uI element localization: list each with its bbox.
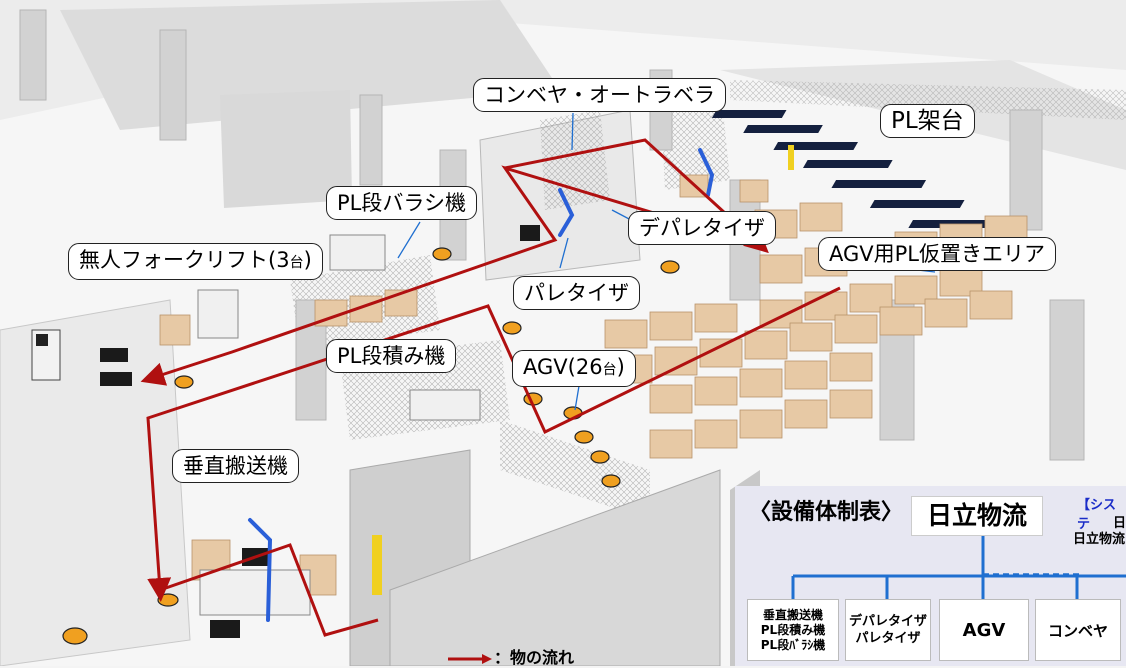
label-palletizer-text: パレタイザ	[524, 281, 629, 305]
org-chart: 〈設備体制表〉 日立物流 【システ 日 日立物流 垂直搬送機 PL段積み機 PL…	[735, 486, 1126, 666]
label-vertical-conveyor: 垂直搬送機	[172, 449, 299, 483]
label-depalletizer-text: デパレタイザ	[639, 216, 765, 240]
label-forklift: 無人フォークリフト(3台)	[68, 243, 323, 280]
org-box-line: コンベヤ	[1047, 621, 1108, 640]
org-chart-title: 〈設備体制表〉	[749, 500, 904, 525]
legend-text: ：物の流れ	[494, 648, 575, 667]
org-box-line: PL段積み機	[760, 622, 826, 637]
label-agv: AGV(26台)	[512, 350, 636, 387]
org-box-line: AGV	[962, 619, 1006, 641]
label-agv-area: AGV用PL仮置きエリア	[818, 237, 1056, 271]
flow-legend: ：物の流れ	[446, 644, 574, 668]
label-pl-rack: PL架台	[880, 104, 975, 138]
org-system-line2: 日立物流	[1073, 532, 1126, 547]
flow-arrow-icon	[448, 653, 492, 664]
label-pl-unstack-text: PL段バラシ機	[337, 191, 466, 215]
org-system-label: 【システ	[1077, 498, 1117, 532]
label-vertical-text: 垂直搬送機	[183, 454, 288, 478]
org-box-line: PL段ﾊﾞﾗｼ機	[760, 637, 826, 652]
label-pl-rack-text: PL架台	[891, 108, 964, 134]
label-pl-stack-text: PL段積み機	[337, 344, 446, 368]
org-connector-lines	[791, 536, 1126, 599]
label-pl-stack: PL段積み機	[326, 339, 457, 373]
label-agv-area-text: AGV用PL仮置きエリア	[829, 242, 1045, 266]
org-box-conveyor: コンベヤ	[1035, 599, 1121, 661]
org-box-agv: AGV	[939, 599, 1029, 661]
label-pl-unstack: PL段バラシ機	[326, 186, 477, 220]
org-box-line: パレタイザ	[855, 631, 921, 646]
label-agv-close: )	[616, 355, 625, 379]
label-depalletizer: デパレタイザ	[628, 211, 776, 245]
label-palletizer: パレタイザ	[513, 276, 640, 310]
org-root-box: 日立物流	[911, 496, 1043, 536]
label-forklift-text: 無人フォークリフト(3	[79, 248, 290, 272]
label-forklift-unit: 台	[289, 255, 304, 271]
label-conveyor-text: コンベヤ・オートラベラ	[484, 83, 715, 107]
label-forklift-close: )	[303, 248, 312, 272]
label-conveyor: コンベヤ・オートラベラ	[473, 78, 726, 112]
org-box-line: デパレタイザ	[848, 614, 927, 629]
org-box-vertical-conveyor: 垂直搬送機 PL段積み機 PL段ﾊﾞﾗｼ機	[747, 599, 839, 661]
org-box-line: 垂直搬送機	[762, 607, 823, 622]
label-agv-unit: 台	[602, 362, 617, 378]
forklift-icon	[31, 329, 61, 381]
org-system-line1: 日	[1113, 516, 1126, 531]
label-agv-text: AGV(26	[523, 355, 603, 379]
org-box-depalletizer: デパレタイザ パレタイザ	[845, 599, 931, 661]
